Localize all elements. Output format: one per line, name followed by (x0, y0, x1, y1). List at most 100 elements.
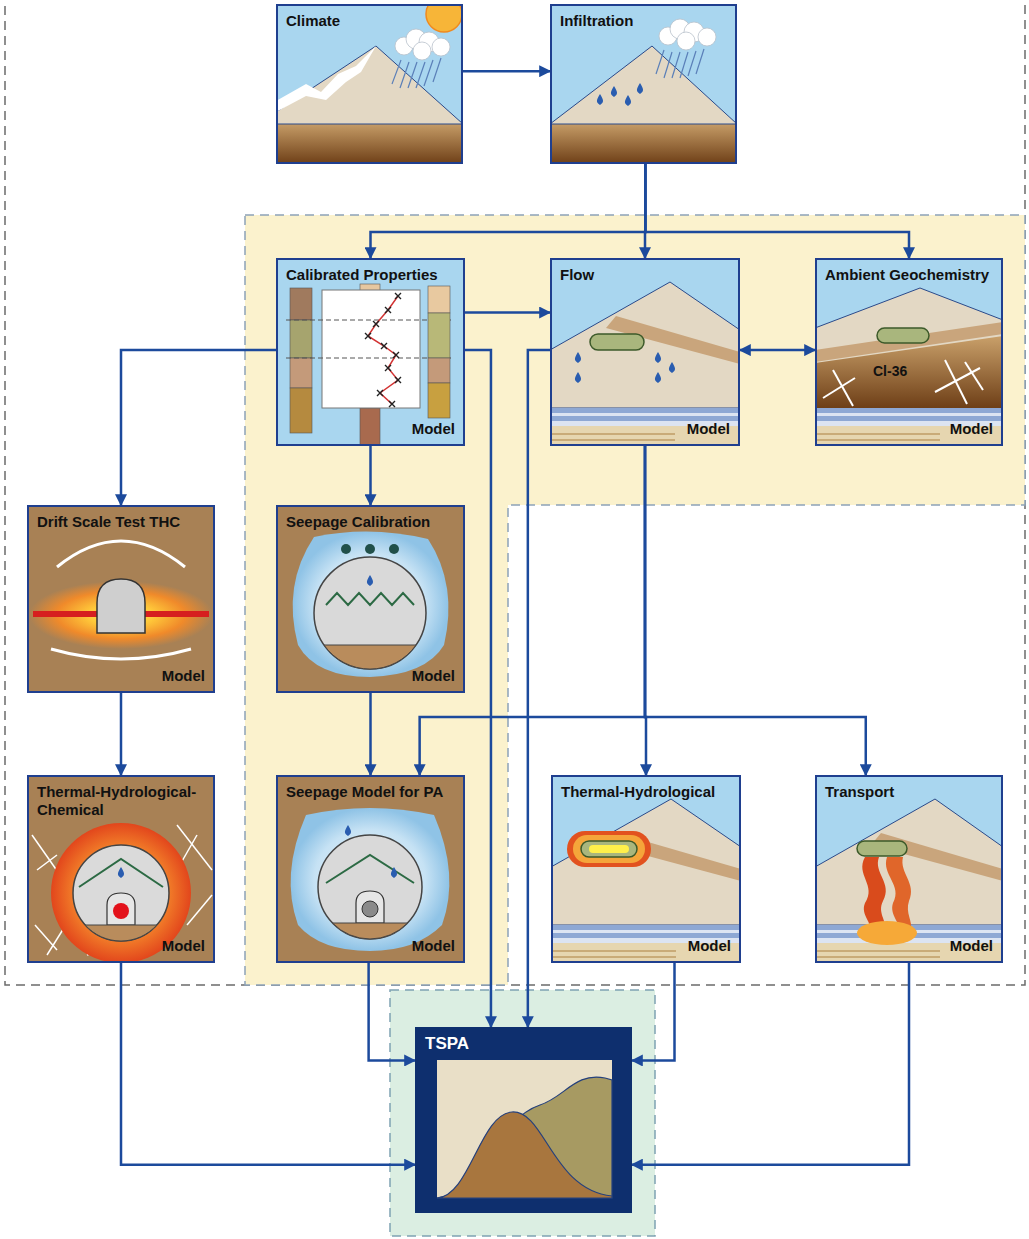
model-box: Seepage Model for PA Model (276, 775, 465, 963)
th-picture (551, 925, 741, 930)
climate-picture (276, 0, 463, 164)
flow-picture (669, 362, 675, 373)
heater-test-picture (27, 505, 215, 693)
geochemistry-picture (815, 433, 940, 435)
calibration-picture (428, 286, 450, 418)
seepage-test-picture (365, 544, 375, 554)
transport-picture (886, 857, 911, 931)
infiltration-picture (696, 49, 704, 74)
region-panels (5, 0, 1025, 1236)
box-footer: Model (950, 420, 993, 438)
climate-picture (400, 62, 409, 88)
seepage-test-picture (389, 544, 399, 554)
th-picture (551, 775, 741, 963)
seepage-test-picture (314, 557, 426, 669)
box-footer: Model (412, 667, 455, 685)
thc-picture (85, 925, 157, 941)
flow-picture (590, 334, 644, 350)
calibration-picture (290, 358, 312, 388)
box-title: Infiltration (560, 12, 633, 30)
geochemistry-picture (823, 360, 983, 406)
flow-arrow (632, 963, 909, 1165)
infiltration-picture (680, 52, 688, 78)
box-footer: Model (162, 667, 205, 685)
th-picture (589, 845, 629, 853)
flow-arrow (120, 693, 123, 775)
calibration-picture (428, 383, 450, 418)
seepage-pa-picture (333, 923, 408, 939)
transport-picture (815, 775, 1003, 963)
geochemistry-picture (935, 368, 980, 392)
infiltration-picture (698, 28, 716, 46)
flow-arrow (121, 963, 415, 1165)
region-panels (245, 215, 1025, 985)
infiltration-picture (550, 4, 737, 164)
flow-picture (550, 408, 740, 413)
flow-arrow (645, 164, 909, 258)
tspa-picture (437, 1077, 612, 1198)
model-box: Ambient GeochemistryCl-36Model (815, 258, 1003, 446)
model-box: TransportModel (815, 775, 1003, 963)
box-title: Seepage Model for PA (286, 783, 443, 801)
climate-picture (413, 42, 431, 60)
transport-picture (815, 799, 1003, 925)
flow-picture (575, 372, 581, 383)
flow-picture (550, 433, 675, 435)
infiltration-picture (550, 122, 737, 164)
seepage-pa-picture (356, 891, 384, 923)
transport-picture (815, 775, 1003, 963)
flow-arrow (740, 349, 815, 352)
calibration-picture (368, 296, 398, 404)
transport-picture (857, 841, 907, 856)
climate-picture (433, 58, 441, 82)
thc-picture (113, 903, 129, 919)
box-title: Transport (825, 783, 894, 801)
seepage-test-picture (367, 575, 373, 586)
model-box: Calibrated PropertiesModel (276, 258, 465, 446)
box-footer: Model (412, 937, 455, 955)
seepage-pa-picture (276, 775, 465, 963)
tspa-picture (415, 1027, 632, 1213)
box-title: Ambient Geochemistry (825, 266, 989, 284)
flow-picture (550, 258, 740, 446)
region-panels (390, 990, 655, 1236)
flow-picture (550, 282, 740, 408)
thc-picture (79, 859, 163, 887)
heater-test-picture (97, 579, 145, 633)
flow-arrow (369, 963, 415, 1060)
box-label: Cl-36 (873, 362, 907, 380)
flow-picture (550, 439, 675, 441)
th-picture (581, 841, 637, 857)
calibration-picture (290, 388, 312, 433)
climate-picture (395, 29, 450, 60)
box-title: Drift Scale Test THC (37, 513, 180, 531)
box-footer: Model (412, 420, 455, 438)
model-box: Thermal-Hydrological-ChemicalModel (27, 775, 215, 963)
transport-picture (862, 857, 886, 931)
calibration-picture (365, 293, 401, 407)
infiltration-picture (672, 52, 680, 78)
flow-arrow (121, 350, 276, 505)
seepage-test-picture (276, 505, 465, 693)
geochemistry-picture (815, 258, 1003, 446)
model-box: FlowModel (550, 258, 740, 446)
model-box: Seepage CalibrationModel (276, 505, 465, 693)
geochemistry-picture (815, 288, 1003, 408)
thc-picture (107, 893, 135, 925)
model-box: Thermal-HydrologicalModel (551, 775, 741, 963)
region-panels (5, 0, 1025, 985)
seepage-test-picture (324, 645, 416, 669)
calibration-picture (428, 358, 450, 383)
geochemistry-picture (815, 413, 1003, 416)
geochemistry-picture (815, 439, 940, 441)
infiltration-picture (659, 19, 716, 50)
thc-picture (37, 855, 57, 870)
transport-picture (815, 956, 940, 958)
climate-picture (416, 62, 425, 88)
flow-picture (550, 258, 740, 446)
flow-picture (655, 352, 661, 363)
seepage-pa-picture (318, 835, 422, 939)
flow-arrow (645, 446, 866, 775)
